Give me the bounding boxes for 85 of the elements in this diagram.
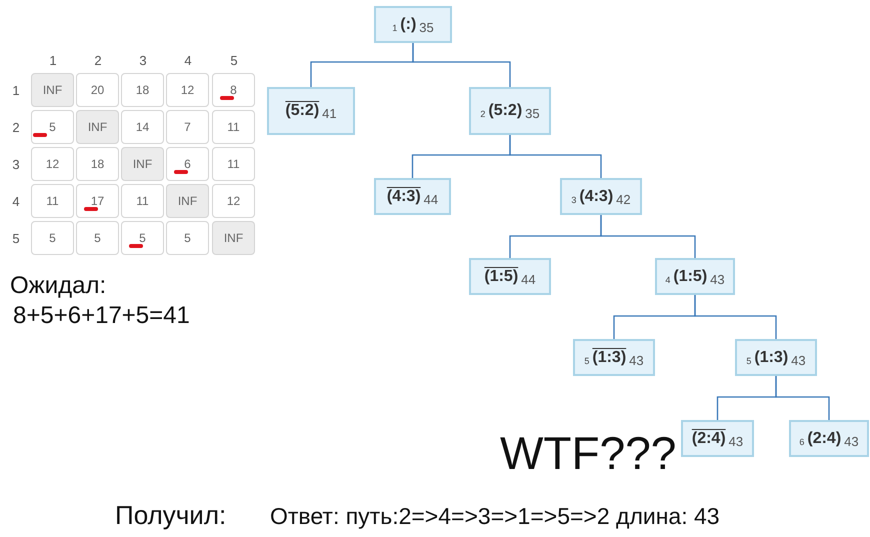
cost-value: 42 <box>616 192 631 206</box>
cost-value: 44 <box>424 192 438 206</box>
matrix-cell: 18 <box>121 73 164 107</box>
cost-value: 43 <box>728 434 744 448</box>
node-index: 2 <box>480 109 486 119</box>
tree-node-box <box>655 258 735 295</box>
node-index: 3 <box>571 194 576 204</box>
edge-pair: (4:3) <box>386 188 421 206</box>
cost-value: 41 <box>322 106 337 121</box>
node-index: 5 <box>584 356 590 366</box>
edge-pair: (2:4) <box>692 430 726 448</box>
cost-value: 43 <box>710 272 725 286</box>
matrix-cell: 5 <box>31 110 74 144</box>
matrix-cell: 18 <box>76 147 119 181</box>
connector-line <box>412 43 511 87</box>
cost-value: 43 <box>844 434 859 448</box>
node-index: 6 <box>799 436 804 446</box>
matrix-cell: INF <box>166 184 209 218</box>
cost-value: 43 <box>629 352 644 368</box>
matrix-cell: 11 <box>212 110 255 144</box>
node-index: 4 <box>665 274 670 284</box>
row-header: 3 <box>11 157 21 172</box>
note-text: Получил: <box>115 500 226 531</box>
tree-node-box <box>374 178 451 215</box>
edge-pair: (:) <box>400 16 416 34</box>
matrix-cell: 11 <box>121 184 164 218</box>
tree-node-box <box>267 87 355 135</box>
tree-node-box <box>469 87 551 135</box>
tree-node-box <box>374 6 452 43</box>
matrix-cell: 8 <box>212 73 255 107</box>
matrix-cell: 14 <box>121 110 164 144</box>
formula-text: 8+5+6+17+5=41 <box>13 302 190 330</box>
column-header: 3 <box>138 53 148 68</box>
edge-pair: (1:5) <box>673 268 708 286</box>
matrix-cell: 11 <box>31 184 74 218</box>
matrix-cell: 20 <box>76 73 119 107</box>
matrix-cell: INF <box>76 110 119 144</box>
connector-line <box>600 215 696 258</box>
tree-node-box <box>681 420 754 457</box>
cost-value: 44 <box>521 272 536 286</box>
matrix-cell: INF <box>121 147 164 181</box>
edge-pair: (5:2) <box>285 102 320 120</box>
matrix-cell: 12 <box>212 184 255 218</box>
node-index: 1 <box>392 22 398 32</box>
connector-line <box>509 135 602 178</box>
matrix-cell: 7 <box>166 110 209 144</box>
row-header: 4 <box>11 194 21 209</box>
edge-pair: (1:5) <box>484 268 518 286</box>
tree-node-box <box>789 420 869 457</box>
connector-line <box>694 295 777 339</box>
row-header: 2 <box>11 120 21 135</box>
column-header: 1 <box>48 53 58 68</box>
answer-text: Ответ: путь:2=>4=>3=>1=>5=>2 длина: 43 <box>270 503 720 530</box>
matrix-cell: INF <box>31 73 74 107</box>
tree-node-box <box>573 339 655 376</box>
edge-pair: (1:3) <box>754 348 788 366</box>
tree-node-box <box>469 258 551 295</box>
matrix-cell: 6 <box>166 147 209 181</box>
matrix-cell: 12 <box>31 147 74 181</box>
column-header: 4 <box>183 53 193 68</box>
edge-pair: (5:2) <box>488 102 522 120</box>
row-header: 1 <box>11 83 21 98</box>
matrix-cell: 12 <box>166 73 209 107</box>
matrix-cell: 5 <box>166 221 209 255</box>
matrix-cell: 5 <box>76 221 119 255</box>
node-index: 5 <box>746 356 752 366</box>
matrix-cell: INF <box>212 221 255 255</box>
note-text: Ожидал: <box>10 272 106 300</box>
edge-pair: (1:3) <box>592 348 626 366</box>
column-header: 5 <box>229 53 239 68</box>
cost-value: 43 <box>791 352 806 368</box>
edge-pair: (4:3) <box>579 188 614 206</box>
matrix-cell: 17 <box>76 184 119 218</box>
exclamation-text: WTF??? <box>500 426 676 480</box>
column-header: 2 <box>93 53 103 68</box>
row-header: 5 <box>11 231 21 246</box>
tree-node-box <box>560 178 642 215</box>
cost-value: 35 <box>525 106 540 121</box>
matrix-cell: 5 <box>31 221 74 255</box>
connector-line <box>775 376 830 420</box>
tree-node-box <box>735 339 817 376</box>
edge-pair: (2:4) <box>807 430 842 448</box>
matrix-cell: 5 <box>121 221 164 255</box>
cost-value: 35 <box>419 20 434 34</box>
matrix-cell: 11 <box>212 147 255 181</box>
